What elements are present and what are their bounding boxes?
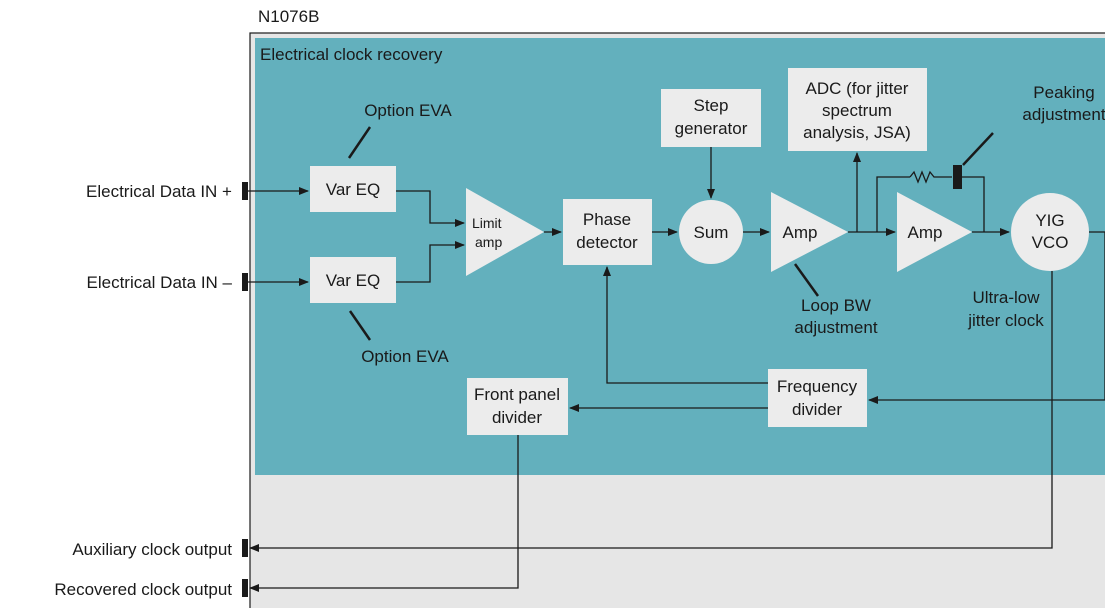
- option-eva-bottom-label: Option EVA: [361, 347, 449, 366]
- amp-2-triangle: [897, 192, 972, 272]
- data-in-minus-connector: [242, 273, 248, 291]
- phase-detector-line2: detector: [576, 233, 638, 252]
- option-eva-top-label: Option EVA: [364, 101, 452, 120]
- frequency-divider-line1: Frequency: [777, 377, 858, 396]
- step-generator-line2: generator: [675, 119, 748, 138]
- front-panel-divider-line2: divider: [492, 408, 542, 427]
- var-eq-top-block: [310, 166, 396, 212]
- amp-1-triangle: [771, 192, 848, 272]
- amp-1-label: Amp: [783, 223, 818, 242]
- data-in-minus-label: Electrical Data IN –: [87, 273, 233, 292]
- recovered-output-connector: [242, 579, 248, 597]
- option-eva-top-pointer: [347, 126, 372, 159]
- var-eq-bottom-label: Var EQ: [326, 271, 380, 290]
- yig-vco-line2: VCO: [1032, 233, 1069, 252]
- wire-freq-divider-to-phase: [603, 266, 768, 384]
- recovered-output-label: Recovered clock output: [54, 580, 232, 599]
- frequency-divider-line2: divider: [792, 400, 842, 419]
- step-generator-line1: Step: [694, 96, 729, 115]
- auxiliary-output-label: Auxiliary clock output: [72, 540, 232, 559]
- auxiliary-output-connector: [242, 539, 248, 557]
- limit-amp-line1: Limit: [472, 215, 502, 231]
- var-eq-top-label: Var EQ: [326, 180, 380, 199]
- limit-amp-triangle: [466, 188, 544, 276]
- peaking-adjustment-line1: Peaking: [1033, 83, 1094, 102]
- diagram-title: N1076B: [258, 7, 319, 26]
- ultra-low-jitter-line2: jitter clock: [967, 311, 1044, 330]
- wire-vco-to-freq-divider: [868, 231, 1105, 404]
- adc-line2: spectrum: [822, 101, 892, 120]
- wire-eq-bottom-to-limit: [396, 241, 465, 283]
- peaking-potentiometer: [953, 165, 962, 189]
- data-in-plus-label: Electrical Data IN +: [86, 182, 232, 201]
- loop-bw-pointer: [793, 263, 820, 297]
- feedback-path-left: [876, 176, 910, 232]
- option-eva-bottom-pointer: [348, 310, 372, 341]
- adc-line3: analysis, JSA): [803, 123, 911, 142]
- wire-front-panel-to-recovered-output: [249, 435, 519, 592]
- limit-amp-line2: amp: [475, 234, 502, 250]
- yig-vco-line1: YIG: [1035, 211, 1064, 230]
- step-generator-block: [661, 89, 761, 147]
- frequency-divider-block: [768, 369, 867, 427]
- peaking-adjustment-line2: adjustment: [1022, 105, 1105, 124]
- peaking-adjustment-pointer: [962, 132, 994, 166]
- front-panel-divider-line1: Front panel: [474, 385, 560, 404]
- wire-eq-top-to-limit: [396, 190, 465, 227]
- section-label: Electrical clock recovery: [260, 45, 443, 64]
- phase-detector-line1: Phase: [583, 210, 631, 229]
- sum-circle: [679, 200, 743, 264]
- loop-bw-line2: adjustment: [794, 318, 877, 337]
- var-eq-bottom-block: [310, 257, 396, 303]
- yig-vco-circle: [1011, 193, 1089, 271]
- amp-2-label: Amp: [908, 223, 943, 242]
- sum-label: Sum: [694, 223, 729, 242]
- adc-block: [788, 68, 927, 151]
- ultra-low-jitter-line1: Ultra-low: [972, 288, 1040, 307]
- phase-detector-block: [563, 199, 652, 265]
- adc-line1: ADC (for jitter: [806, 79, 909, 98]
- loop-bw-line1: Loop BW: [801, 296, 871, 315]
- feedback-path-right: [962, 176, 985, 232]
- signal-wires: [248, 147, 1105, 592]
- data-in-plus-connector: [242, 182, 248, 200]
- feedback-resistor: [909, 170, 952, 184]
- front-panel-divider-block: [467, 378, 568, 435]
- wire-vco-to-aux-output: [249, 271, 1053, 552]
